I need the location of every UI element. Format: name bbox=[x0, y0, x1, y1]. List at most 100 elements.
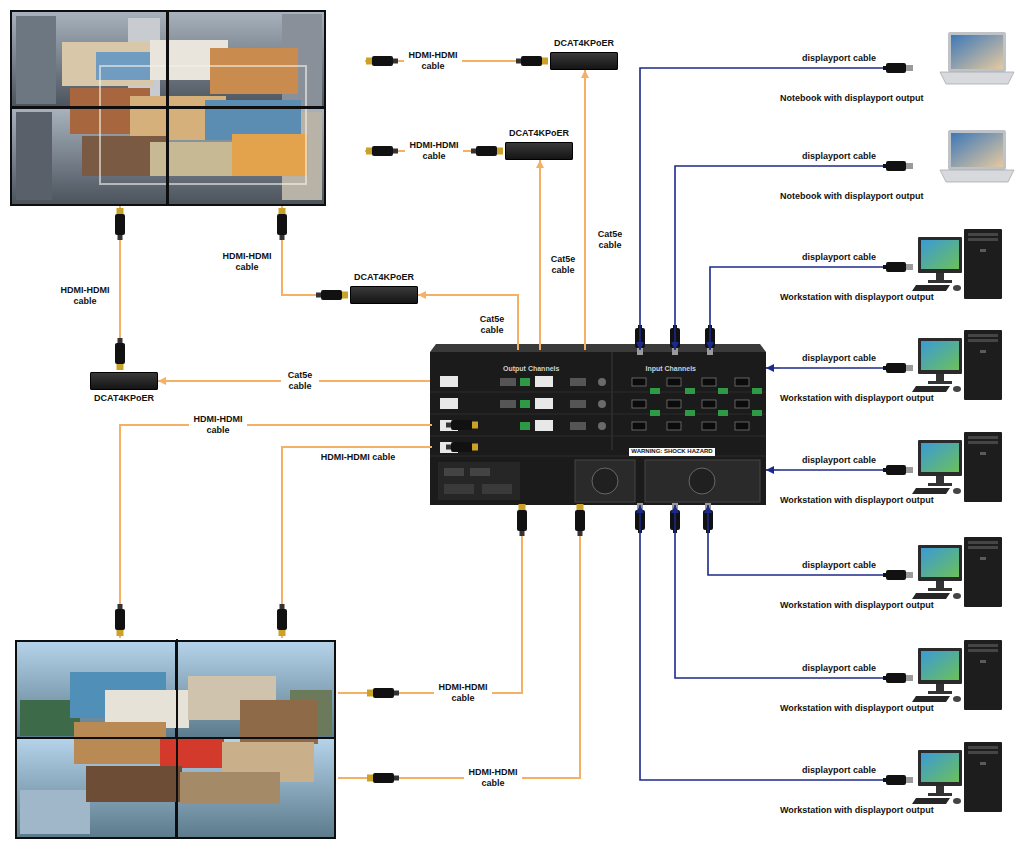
matrix-chassis bbox=[592, 468, 618, 494]
video-wall bbox=[74, 722, 166, 764]
matrix-chassis bbox=[520, 422, 530, 430]
hdmi-plug bbox=[277, 208, 287, 240]
receiver-body bbox=[550, 52, 618, 70]
receiver-body bbox=[90, 372, 158, 390]
matrix-chassis bbox=[735, 422, 749, 430]
matrix-chassis bbox=[535, 376, 553, 387]
displayport-wire bbox=[780, 367, 888, 369]
hdmi-plug bbox=[367, 688, 399, 698]
cable-label: HDMI-HDMI cable bbox=[218, 251, 276, 274]
hdmi-wire bbox=[120, 425, 432, 638]
video-wall bbox=[10, 10, 326, 206]
cable-label: displayport cable bbox=[800, 252, 878, 263]
matrix-chassis bbox=[685, 388, 695, 394]
notebook-icon bbox=[940, 32, 1014, 84]
matrix-chassis bbox=[735, 378, 749, 386]
displayport-connector bbox=[710, 267, 780, 350]
cable-label: displayport cable bbox=[800, 663, 878, 674]
device-label: Workstation with displayport output bbox=[780, 495, 1010, 506]
receiver-box: DCAT4KPoER bbox=[505, 128, 573, 160]
displayport-plug bbox=[635, 325, 715, 533]
video-wall bbox=[15, 737, 336, 739]
matrix-chassis bbox=[735, 400, 749, 408]
device-label: Notebook with displayport output bbox=[780, 191, 1010, 202]
device-label: DCAT4KPoER bbox=[94, 393, 154, 404]
device-label: Workstation with displayport output bbox=[780, 703, 1010, 714]
device-slot bbox=[780, 43, 1010, 93]
matrix-chassis bbox=[570, 422, 586, 430]
panel-label: Output Channels bbox=[503, 365, 559, 373]
hdmi-plug bbox=[316, 290, 348, 300]
matrix-chassis bbox=[444, 468, 464, 476]
hdmi-plug bbox=[471, 146, 503, 156]
cable-label: HDMI-HDMI cable bbox=[404, 50, 462, 73]
displayport-plug bbox=[883, 262, 913, 272]
displayport-plug bbox=[883, 63, 913, 73]
matrix-chassis bbox=[632, 400, 646, 408]
cable-label: displayport cable bbox=[800, 151, 878, 162]
hdmi-plug bbox=[366, 56, 398, 66]
displayport-plug bbox=[883, 262, 913, 272]
hdmi-plug bbox=[516, 56, 548, 66]
matrix-chassis bbox=[430, 344, 766, 505]
displayport-wire bbox=[780, 779, 888, 781]
notebook-icon bbox=[940, 32, 1014, 182]
hdmi-plug bbox=[517, 504, 527, 536]
cable-label: HDMI-HDMI cable bbox=[434, 682, 492, 705]
cable-label: displayport cable bbox=[800, 53, 878, 64]
displayport-connector bbox=[708, 505, 780, 575]
matrix-chassis bbox=[632, 422, 646, 430]
device-label: Workstation with displayport output bbox=[780, 600, 1010, 611]
displayport-wire bbox=[780, 266, 888, 268]
video-wall bbox=[150, 142, 238, 176]
displayport-plug bbox=[883, 465, 913, 475]
displayport-plug bbox=[883, 363, 913, 373]
matrix-chassis bbox=[752, 410, 762, 416]
video-wall bbox=[16, 16, 56, 104]
cable-label: HDMI-HDMI cable bbox=[319, 452, 398, 463]
cable-label: Cat5e cable bbox=[281, 370, 319, 393]
matrix-chassis bbox=[689, 468, 715, 494]
cable-label: displayport cable bbox=[800, 455, 878, 466]
cable-label: displayport cable bbox=[800, 765, 878, 776]
hdmi-wire bbox=[338, 505, 522, 693]
matrix-chassis bbox=[520, 378, 530, 386]
matrix-chassis bbox=[598, 422, 606, 430]
hdmi-plug bbox=[366, 56, 398, 66]
cable-label: HDMI-HDMI cable bbox=[405, 140, 463, 163]
hdmi-plug bbox=[366, 146, 398, 156]
cable-label: Cat5e cable bbox=[545, 254, 581, 277]
hdmi-plug bbox=[517, 504, 527, 536]
video-wall bbox=[10, 10, 326, 206]
matrix-chassis bbox=[440, 376, 458, 387]
displayport-plug bbox=[883, 161, 913, 171]
displayport-plug bbox=[883, 161, 913, 171]
matrix-chassis bbox=[570, 400, 586, 408]
device-label: DCAT4KPoER bbox=[354, 272, 414, 283]
matrix-chassis bbox=[598, 400, 606, 408]
matrix-chassis bbox=[444, 484, 474, 494]
video-wall bbox=[15, 639, 336, 839]
matrix-chassis bbox=[500, 400, 516, 408]
hdmi-plug bbox=[446, 420, 478, 430]
hdmi-plug bbox=[367, 773, 399, 783]
matrix-switcher: Output ChannelsInput Channels bbox=[430, 350, 766, 505]
video-wall bbox=[16, 112, 52, 200]
displayport-connector bbox=[640, 68, 780, 350]
device-slot bbox=[780, 141, 1010, 191]
matrix-chassis bbox=[535, 420, 553, 431]
matrix-chassis bbox=[470, 468, 490, 476]
warning-label: WARNING: SHOCK HAZARD bbox=[629, 448, 714, 456]
hdmi-plug bbox=[115, 604, 125, 636]
matrix-chassis bbox=[632, 378, 646, 386]
device-label: Notebook with displayport output bbox=[780, 93, 1010, 104]
workstation-icon bbox=[912, 229, 1002, 299]
cable-label: displayport cable bbox=[800, 353, 878, 364]
device-label: DCAT4KPoER bbox=[509, 128, 569, 139]
matrix-chassis bbox=[535, 398, 553, 409]
matrix-chassis bbox=[430, 456, 766, 457]
hdmi-plug bbox=[115, 338, 125, 370]
receiver-body bbox=[350, 286, 418, 304]
